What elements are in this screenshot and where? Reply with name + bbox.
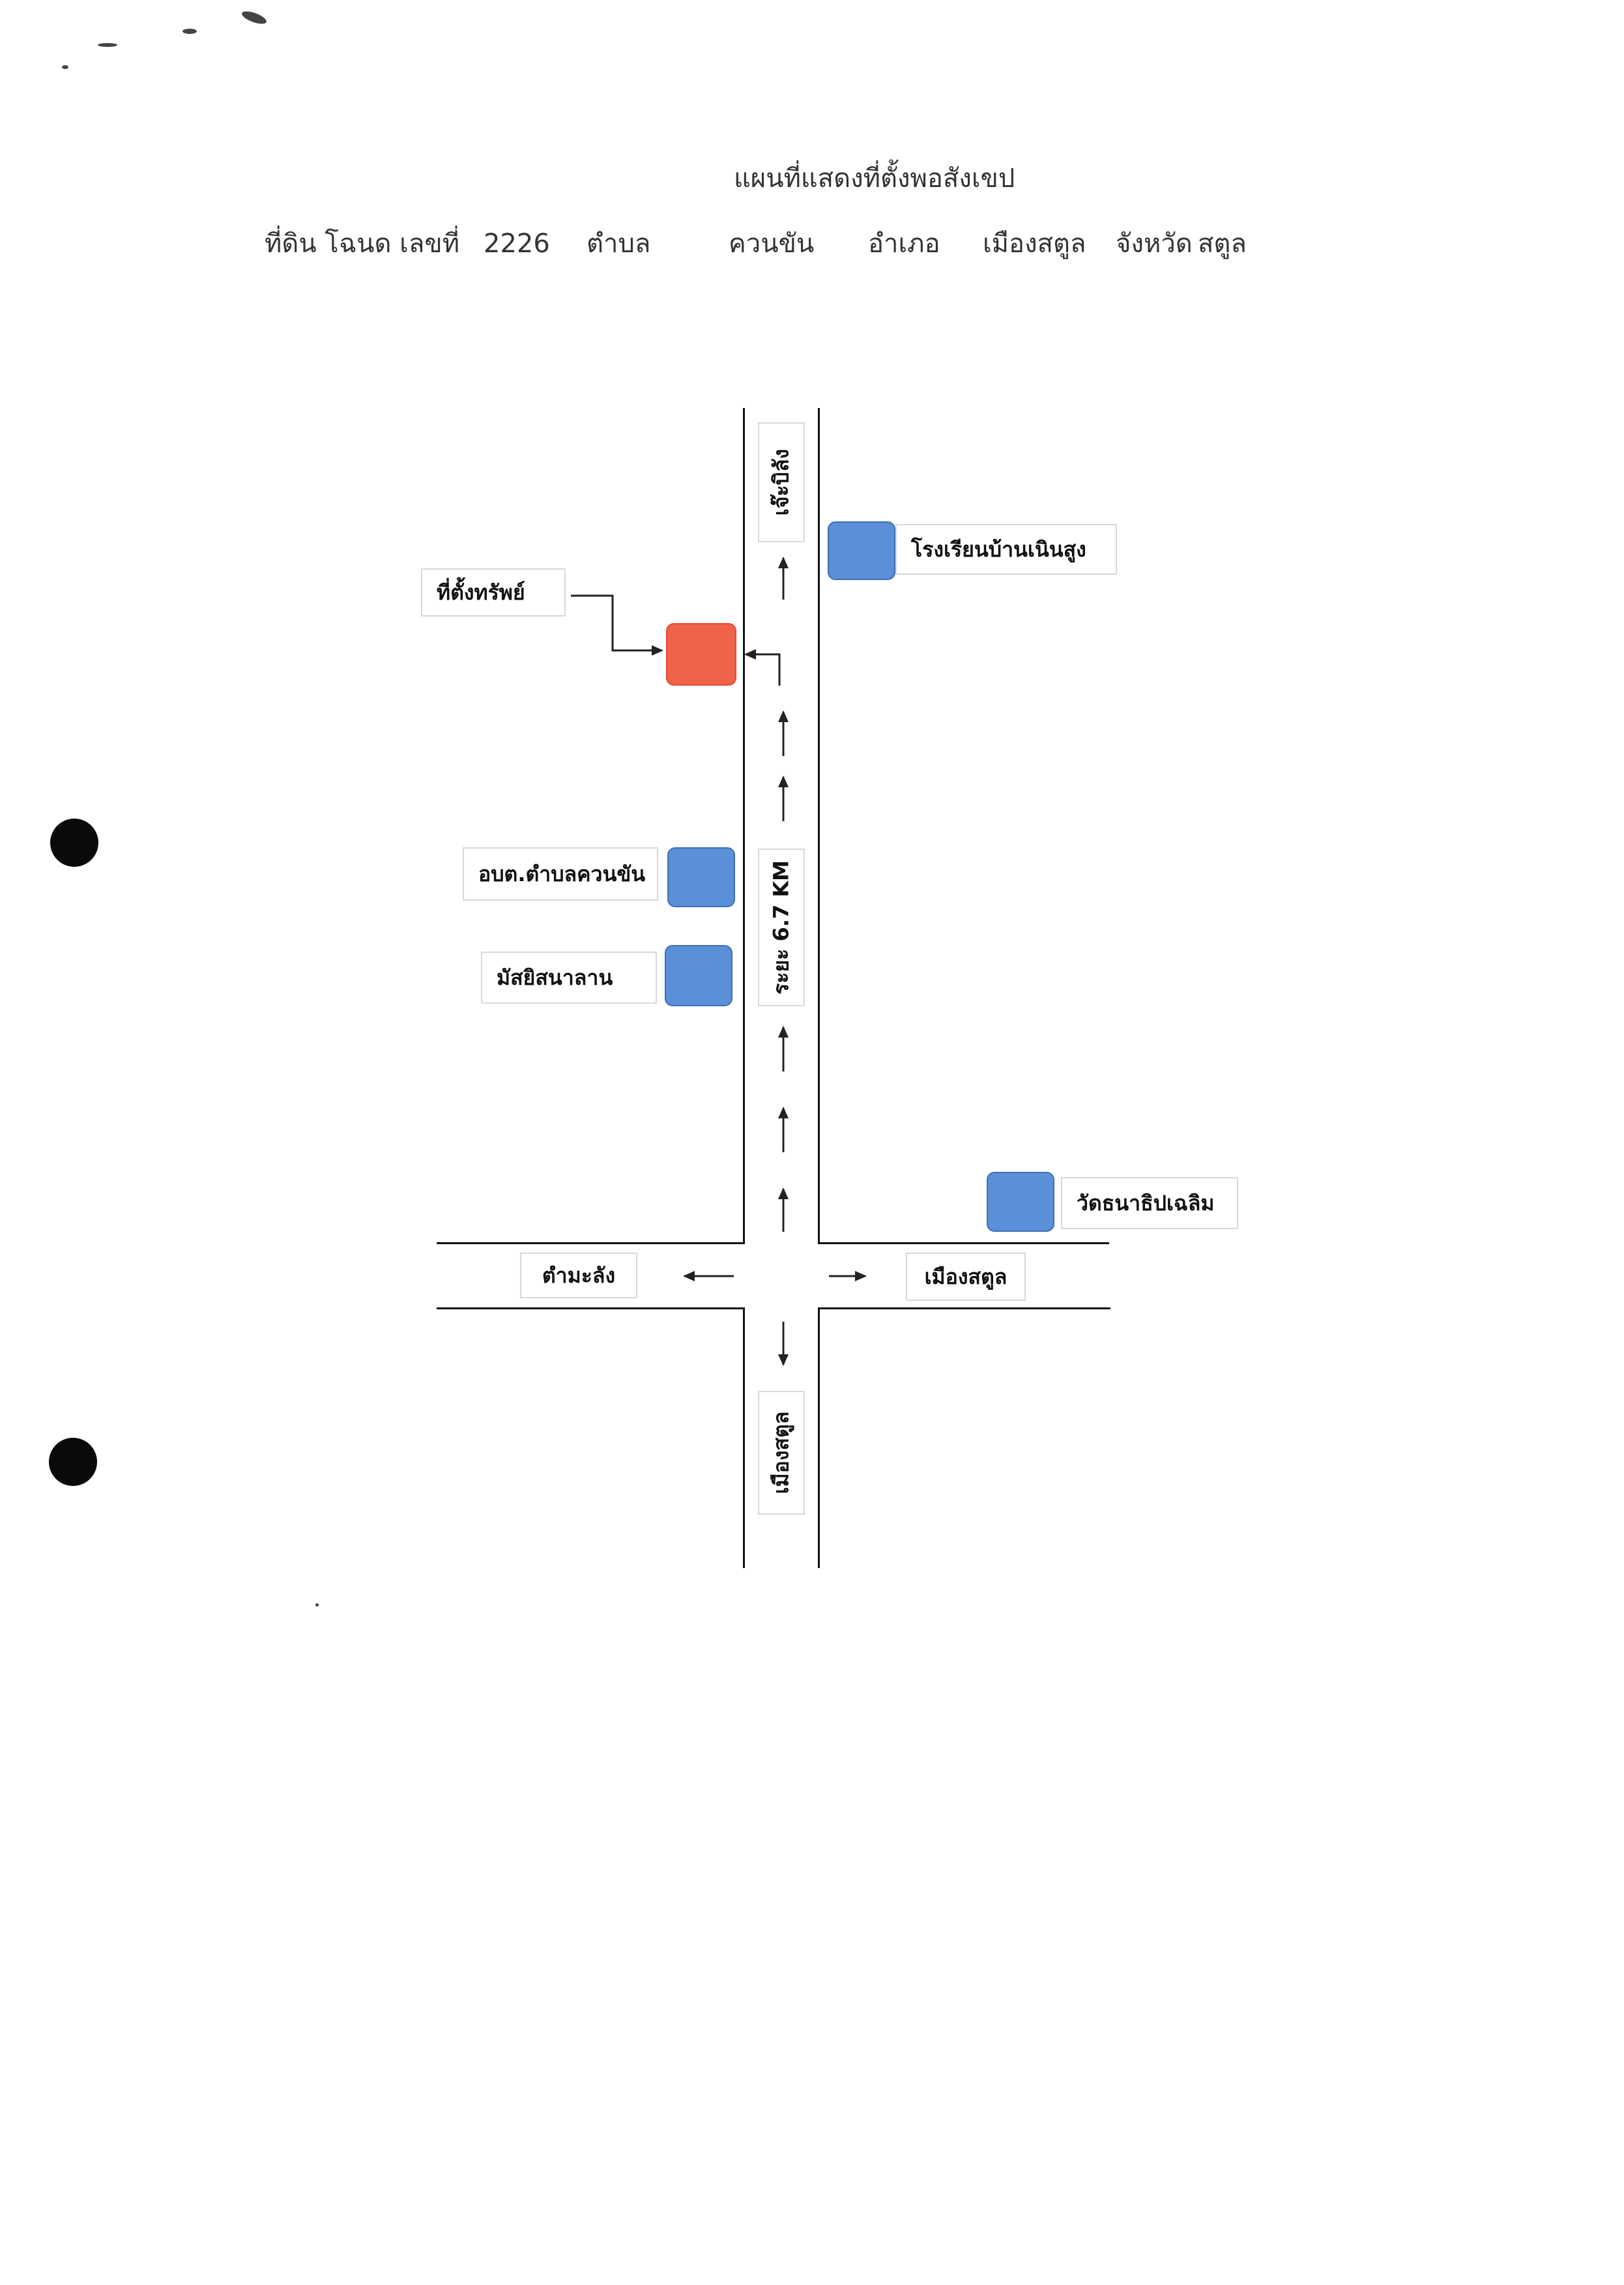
road-label-south: เมืองสตูล xyxy=(758,1391,805,1515)
scan-speck xyxy=(98,43,117,47)
property-label: ที่ตั้งทรัพย์ xyxy=(421,568,566,617)
district-label: อำเภอ xyxy=(868,229,940,259)
road-label-north: เจ๊ะบิลัง xyxy=(758,422,805,542)
punch-hole-lower xyxy=(49,1438,97,1486)
road-edge-west xyxy=(743,1309,745,1568)
temple-marker xyxy=(987,1172,1054,1232)
road-edge-south xyxy=(437,1307,745,1309)
property-turn-arrow xyxy=(744,649,781,686)
road-edge-north xyxy=(818,1242,1109,1244)
road-edge-west xyxy=(743,408,745,1242)
subdistrict-value: ควนขัน xyxy=(729,229,815,259)
deed-number: 2226 xyxy=(484,229,550,259)
temple-label: วัดธนาธิปเฉลิม xyxy=(1061,1177,1238,1229)
road-edge-east xyxy=(818,408,820,1244)
sao-office-marker xyxy=(667,847,735,907)
mosque-marker xyxy=(665,945,732,1006)
property-marker xyxy=(666,623,736,686)
road-edge-east xyxy=(818,1309,820,1568)
school-label: โรงเรียนบ้านเนินสูง xyxy=(895,524,1117,575)
mosque-label: มัสยิสนาลาน xyxy=(481,952,657,1004)
scan-speck xyxy=(182,29,197,34)
property-pointer-arrow xyxy=(571,594,663,656)
province-label: จังหวัด xyxy=(1116,229,1193,259)
subdistrict-label: ตำบล xyxy=(587,229,651,259)
distance-label: ระยะ 6.7 KM xyxy=(758,849,805,1006)
scan-speck xyxy=(315,1603,319,1607)
road-label-east: เมืองสตูล xyxy=(906,1253,1026,1301)
punch-hole-upper xyxy=(50,819,98,867)
sao-office-label: อบต.ตำบลควนขัน xyxy=(463,847,658,901)
page-title: แผนที่แสดงที่ตั้งพอสังเขป xyxy=(734,164,1015,194)
road-label-west: ตำมะลัง xyxy=(520,1253,637,1298)
district-value: เมืองสตูล xyxy=(983,229,1086,259)
province-value: สตูล xyxy=(1198,229,1247,259)
land-deed-label: ที่ดิน โฉนด เลขที่ xyxy=(265,229,460,259)
school-marker xyxy=(828,521,895,580)
road-edge-north xyxy=(437,1242,745,1244)
road-edge-south xyxy=(818,1307,1110,1309)
scan-speck xyxy=(62,65,68,69)
